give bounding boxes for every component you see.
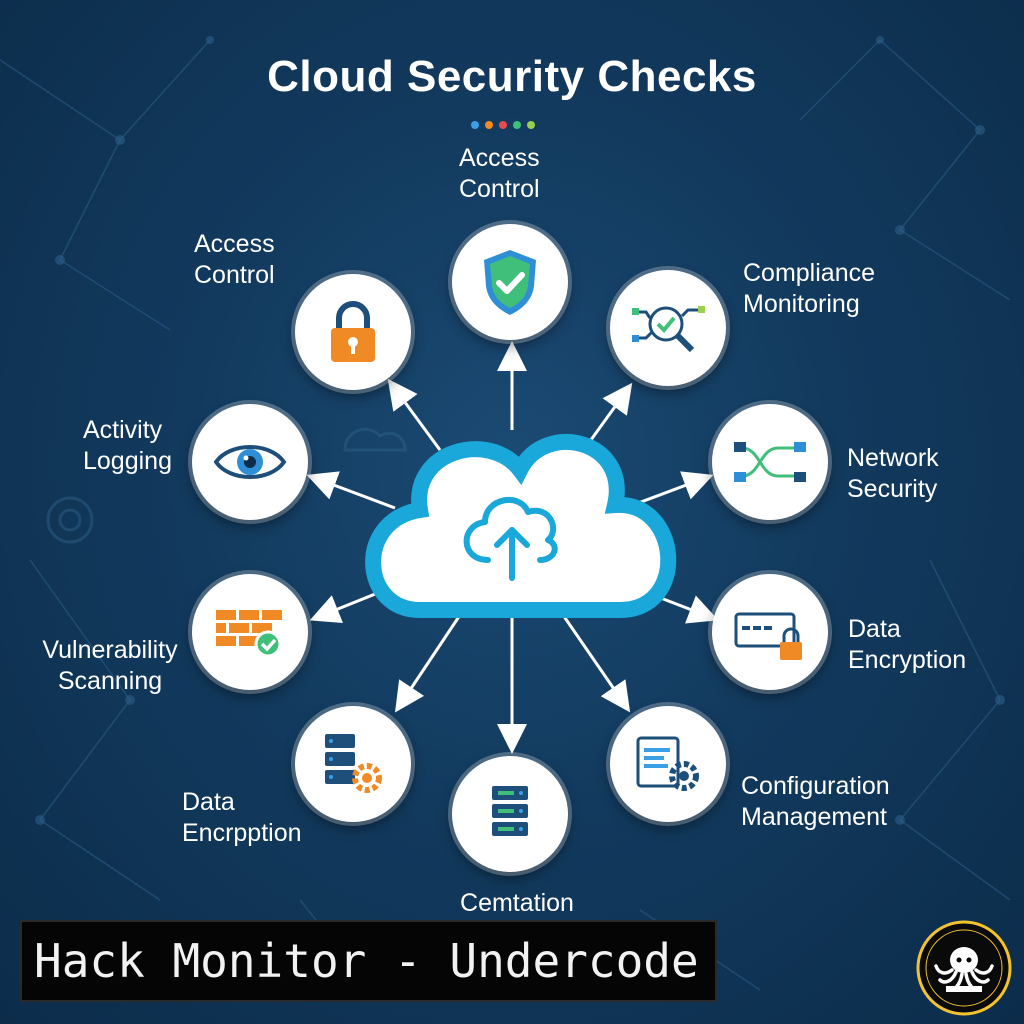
node-upper-right[interactable] [610, 270, 726, 386]
label-line: Data [182, 788, 235, 816]
node-label-left: Activity Logging [83, 415, 172, 477]
node-upper-left[interactable] [295, 274, 411, 390]
node-top[interactable] [452, 224, 568, 340]
label-line: Access [194, 230, 275, 258]
watermark-banner: Hack Monitor - Undercode [20, 920, 717, 1002]
server-gear-icon [325, 734, 382, 793]
node-label-lower-left: Data Encrpption [182, 787, 302, 849]
label-line: Activity [83, 416, 163, 444]
center-cloud [365, 434, 677, 618]
node-lower-right[interactable] [610, 706, 726, 822]
node-lower-left[interactable] [295, 706, 411, 822]
arrow-lower-right [561, 614, 631, 713]
node-left[interactable] [192, 404, 308, 520]
shield-check-icon [484, 250, 536, 315]
eye-icon [213, 445, 287, 479]
label-line: Cemtation [460, 889, 574, 917]
password-lock-icon [734, 612, 802, 660]
label-line: Encryption [848, 646, 967, 674]
label-line: Network [847, 444, 939, 472]
label-line: Data [848, 615, 901, 643]
node-label-lower-right: Configuration Management [741, 771, 890, 833]
magnifier-network-icon [632, 306, 705, 353]
arrow-lower-left [395, 614, 462, 713]
arrow-upper-left [387, 378, 442, 451]
firewall-check-icon [216, 610, 282, 658]
octopus-logo-icon [916, 920, 1012, 1016]
label-line: Security [847, 475, 938, 503]
accent-dot [513, 121, 521, 129]
label-line: Monitoring [743, 290, 860, 318]
server-stack-icon [492, 786, 528, 836]
label-line: Control [194, 261, 275, 289]
node-label-top: Access Control [459, 143, 540, 205]
accent-dot [499, 121, 507, 129]
label-line: Scanning [57, 667, 163, 695]
node-label-lower-right-mid: Data Encryption [848, 614, 966, 676]
page-title: Cloud Security Checks [267, 52, 757, 101]
label-line: Vulnerability [42, 636, 178, 664]
node-lower-left-mid[interactable] [192, 574, 308, 690]
node-label-bottom: Cemtation [452, 888, 582, 919]
node-bottom[interactable] [452, 756, 568, 872]
network-diagram-icon [734, 442, 806, 482]
node-label-upper-left: Access Control [194, 229, 275, 291]
document-gear-icon [636, 736, 699, 791]
label-line: Management [741, 803, 887, 831]
label-line: Access [459, 144, 540, 172]
node-label-upper-right: Compliance Monitoring [743, 258, 875, 320]
label-line: Compliance [743, 259, 876, 287]
padlock-icon [331, 301, 375, 362]
node-label-right: Network Security [847, 443, 939, 505]
cloud-upload-icon [463, 496, 558, 581]
label-line: Encrpption [182, 819, 302, 847]
arrow-left [306, 471, 396, 510]
node-right[interactable] [712, 404, 828, 520]
accent-dot [527, 121, 535, 129]
label-line: Control [459, 175, 540, 203]
label-line: Configuration [741, 772, 890, 800]
accent-dot [471, 121, 479, 129]
accent-dot [485, 121, 493, 129]
arrow-lower-left-mid [309, 588, 386, 624]
node-lower-right-mid[interactable] [712, 574, 828, 690]
label-line: Logging [83, 447, 172, 475]
node-label-lower-left-mid: Vulnerability Scanning [42, 635, 178, 697]
accent-dots [468, 116, 558, 129]
